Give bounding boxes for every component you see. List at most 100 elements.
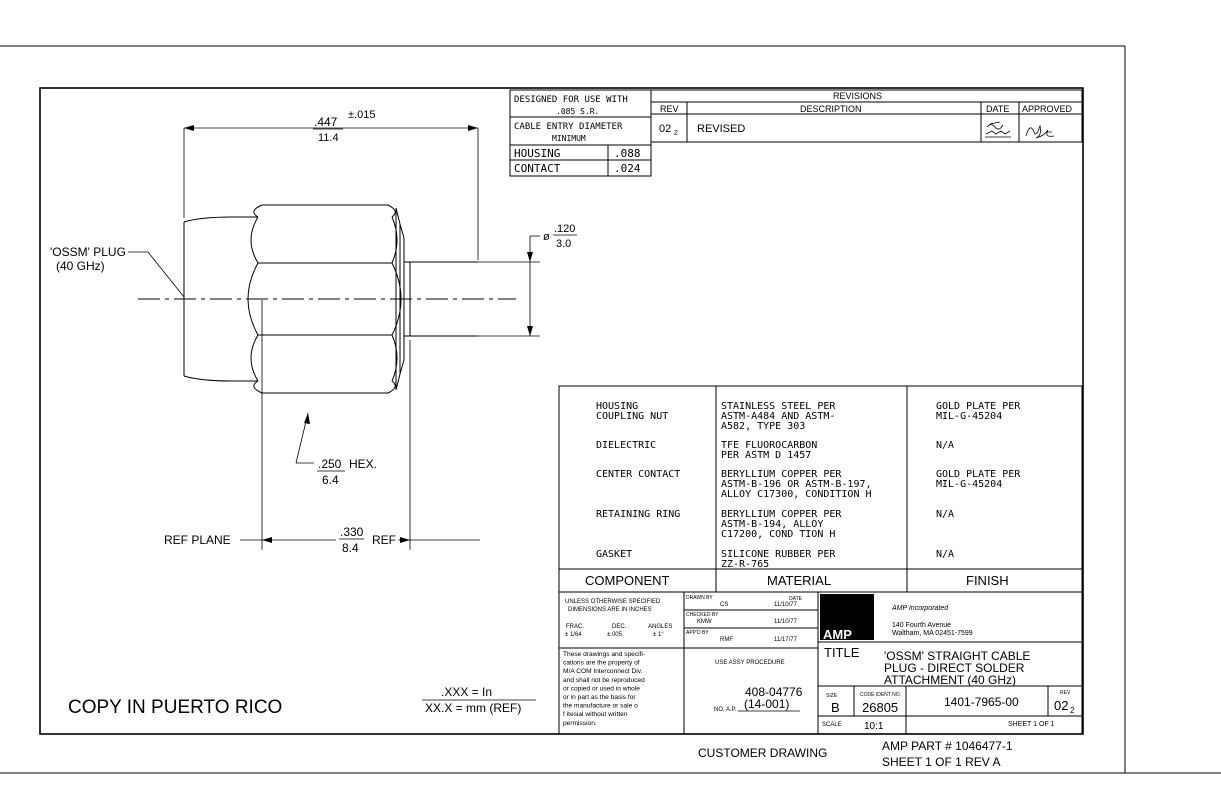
- scale-label: SCALE: [822, 722, 842, 728]
- materials-table: COMPONENT MATERIAL FINISH HOUSINGCOUPLIN…: [558, 385, 1083, 593]
- tolerance-note-2: DIMENSIONS ARE IN INCHES: [568, 607, 652, 613]
- finish-header: FINISH: [966, 573, 1009, 588]
- amp-part-number: AMP PART # 1046477-1: [882, 739, 1013, 753]
- material-row-4-finish-line-0: N/A: [936, 549, 954, 560]
- connector-side-view: [138, 204, 516, 394]
- material-row-4-material-line-0: SILICONE RUBBER PER: [721, 549, 836, 560]
- material-row-1-component-line-0: DIELECTRIC: [596, 440, 656, 451]
- angles-label: ANGLES: [648, 624, 672, 630]
- scale-value: 10:1: [864, 721, 884, 732]
- cable-entry-label: CABLE ENTRY DIAMETER: [514, 122, 623, 132]
- property-notice-line-3: and shall not be reproduced: [563, 677, 645, 684]
- description-header: DESCRIPTION: [800, 104, 862, 114]
- title-line-2: PLUG - DIRECT SOLDER: [884, 661, 1025, 675]
- appd-date: 11/17/77: [774, 637, 798, 643]
- revision-date-mark: [985, 121, 1011, 138]
- cable-size-label: .085 S.R.: [556, 107, 599, 116]
- amp-logo: AMP: [823, 627, 852, 642]
- drawing-border: [39, 87, 1084, 735]
- material-row-0-component-line-0: HOUSING: [596, 401, 638, 412]
- rev-value: 02: [1054, 698, 1068, 713]
- component-header: COMPONENT: [585, 573, 670, 588]
- hex-callout: .250 HEX. 6.4: [295, 412, 377, 487]
- drawn-date: 11/10/77: [774, 602, 798, 608]
- material-row-2-finish-line-1: MIL-G-45204: [936, 479, 1002, 490]
- appd-by-value: RMF: [720, 637, 733, 643]
- material-row-2-component-line-0: CENTER CONTACT: [596, 469, 680, 480]
- ref-label: REF: [372, 533, 396, 547]
- revisions-table: REVISIONS REV DESCRIPTION DATE APPROVED …: [650, 89, 1083, 143]
- checked-by-label: CHECKED BY: [686, 612, 719, 618]
- material-row-3-finish-line-0: N/A: [936, 509, 954, 520]
- rev-label: REV: [1060, 690, 1071, 696]
- diameter-mm-value: 3.0: [556, 238, 571, 250]
- minimum-label: MINIMUM: [552, 134, 586, 143]
- material-row-2-material-line-2: ALLOY C17300, CONDITION H: [721, 489, 872, 500]
- hex-inch-value: .250: [318, 457, 342, 471]
- rev-sub-value: 2: [674, 130, 678, 137]
- property-notice-line-5: or in part as the basis for: [563, 694, 636, 701]
- title-line-1: 'OSSM' STRAIGHT CABLE: [884, 649, 1030, 663]
- rev-header: REV: [660, 104, 679, 114]
- design-use-table: DESIGNED FOR USE WITH .085 S.R. CABLE EN…: [509, 89, 652, 177]
- property-notice: These drawings and specifi-cations are t…: [563, 651, 645, 727]
- procedure-number: 408-04776: [745, 685, 803, 699]
- property-notice-line-7: f itesial without written: [563, 711, 628, 718]
- material-row-1-material-line-1: PER ASTM D 1457: [721, 450, 811, 461]
- diameter-inch-value: .120: [554, 223, 575, 235]
- units-inch-note: .XXX = In: [441, 685, 492, 699]
- material-row-4-component-line-0: GASKET: [596, 549, 632, 560]
- material-row-0-material-line-2: A582, TYPE 303: [721, 421, 805, 432]
- plug-callout: 'OSSM' PLUG (40 GHz): [50, 245, 185, 298]
- dec-value: ±.005: [607, 632, 623, 638]
- material-row-0-finish-line-0: GOLD PLATE PER: [936, 401, 1021, 412]
- frac-value: ± 1/64: [565, 632, 582, 638]
- designed-for-use-label: DESIGNED FOR USE WITH: [514, 95, 628, 105]
- length-tolerance: ±.015: [348, 109, 375, 121]
- dec-label: DEC.: [612, 624, 627, 630]
- housing-label: HOUSING: [514, 147, 560, 160]
- material-row-2-material-line-0: BERYLLIUM COPPER PER: [721, 469, 842, 480]
- copy-note: COPY IN PUERTO RICO: [68, 697, 282, 718]
- appd-by-label: APP'D BY: [686, 630, 709, 636]
- size-value: B: [831, 700, 840, 715]
- material-row-3-material-line-0: BERYLLIUM COPPER PER: [721, 509, 842, 520]
- amp-logo-block: [820, 594, 874, 640]
- use-assy-label: USE ASSY PROCEDURE: [715, 660, 785, 666]
- property-notice-line-1: cations are the property of: [563, 660, 640, 667]
- material-row-0-component-line-1: COUPLING NUT: [596, 411, 668, 422]
- length-mm-value: 11.4: [318, 132, 339, 144]
- property-notice-line-2: M/A COM Interconnect Div.: [563, 668, 643, 675]
- code-ident-label: CODE IDENT NO.: [860, 692, 901, 698]
- customer-drawing-label: CUSTOMER DRAWING: [698, 746, 827, 760]
- code-ident-value: 26805: [862, 700, 898, 715]
- ref-plane-label: REF PLANE: [164, 533, 231, 547]
- no-ap-label: NO. A.P.: [714, 707, 737, 713]
- no-ap-value: (14-001): [744, 697, 789, 711]
- plug-frequency-label: (40 GHz): [56, 259, 105, 273]
- frac-label: FRAC.: [566, 624, 584, 630]
- hex-mm-value: 6.4: [322, 473, 339, 487]
- date-label: DATE: [789, 596, 803, 602]
- diameter-dimension: ø .120 3.0: [478, 223, 577, 337]
- material-header: MATERIAL: [767, 573, 831, 588]
- units-mm-note: XX.X = mm (REF): [425, 701, 521, 715]
- size-label: SIZE: [826, 693, 838, 699]
- drawing-number: 1401-7965-00: [944, 695, 1019, 709]
- housing-value: .088: [614, 147, 641, 160]
- material-row-1-finish-line-0: N/A: [936, 440, 954, 451]
- material-row-3-material-line-2: C17200, COND TION H: [721, 529, 835, 540]
- checked-by-value: KMW: [697, 619, 712, 625]
- revision-description: REVISED: [697, 123, 745, 135]
- material-row-3-component-line-0: RETAINING RING: [596, 509, 680, 520]
- ref-inch-value: .330: [340, 525, 364, 539]
- property-notice-line-0: These drawings and specifi-: [563, 651, 645, 658]
- tolerance-note-1: UNLESS OTHERWISE SPECIFIED: [565, 599, 661, 605]
- title-block: UNLESS OTHERWISE SPECIFIED DIMENSIONS AR…: [558, 591, 1083, 735]
- drawn-by-label: DRAWN BY: [686, 595, 713, 601]
- approved-header: APPROVED: [1022, 104, 1073, 114]
- ref-plane-dimension: REF PLANE .330 REF 8.4: [164, 300, 480, 555]
- material-row-4-material-line-1: ZZ-R-765: [721, 559, 769, 570]
- material-row-1-material-line-0: TFE FLUOROCARBON: [721, 440, 817, 451]
